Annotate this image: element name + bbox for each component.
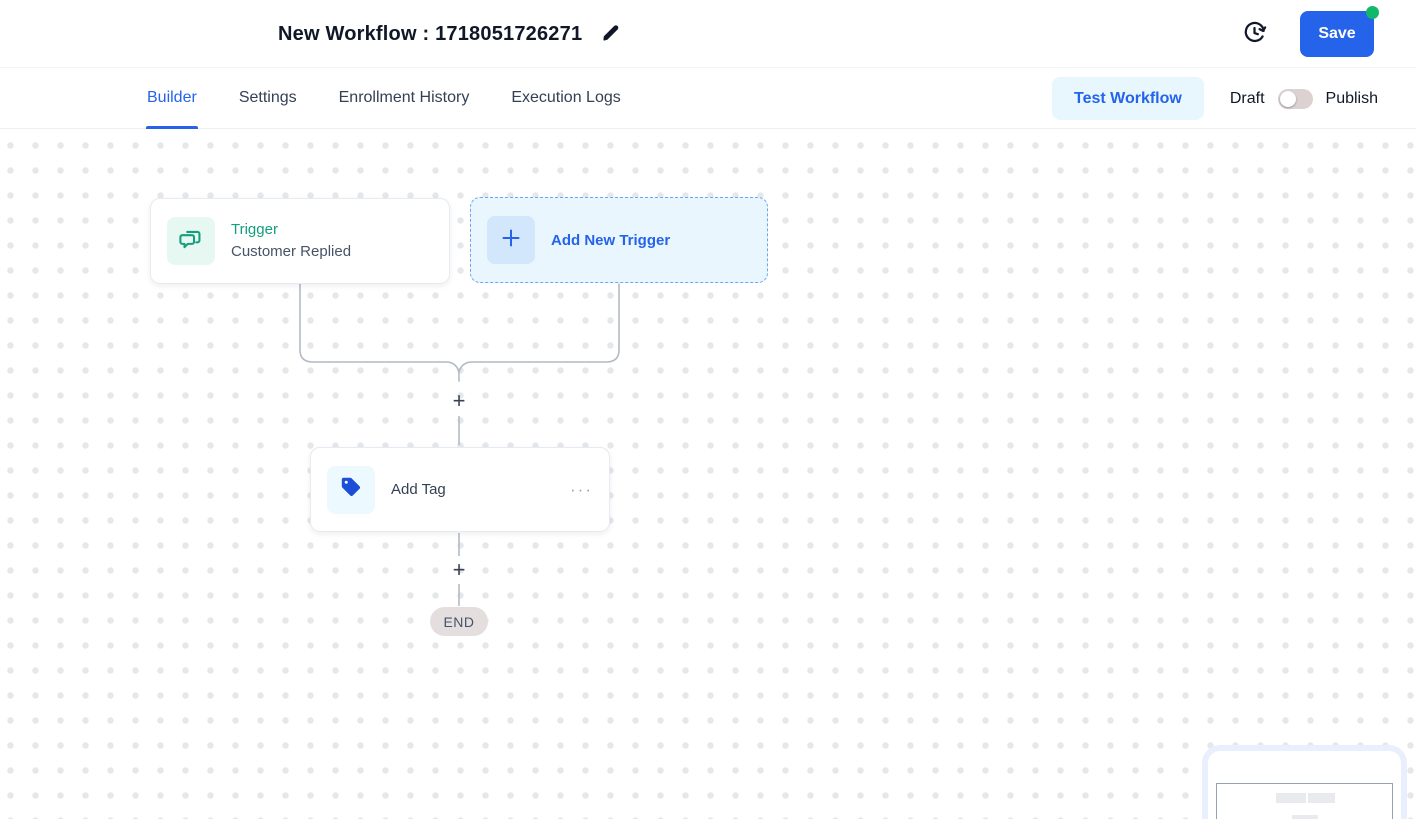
tab-settings[interactable]: Settings	[238, 89, 297, 106]
tab-bar-actions: Test Workflow Draft Publish	[1051, 68, 1378, 129]
toggle-knob	[1279, 90, 1296, 107]
header: New Workflow : 1718051726271 Save	[0, 0, 1416, 68]
tab-bar: Builder Settings Enrollment History Exec…	[0, 68, 1416, 129]
trigger-node-title: Trigger	[231, 221, 278, 238]
workflow-canvas[interactable]: Trigger Customer Replied Add New Trigger…	[0, 129, 1416, 819]
test-workflow-button[interactable]: Test Workflow	[1051, 77, 1204, 120]
history-clock-icon	[1241, 19, 1268, 49]
publish-toggle-group: Draft Publish	[1229, 88, 1378, 109]
trigger-icon-box	[167, 217, 215, 265]
add-step-button-2[interactable]: +	[452, 557, 466, 582]
add-tag-node[interactable]: Add Tag ···	[310, 447, 610, 532]
add-new-trigger-node[interactable]: Add New Trigger	[470, 197, 768, 283]
add-new-trigger-label: Add New Trigger	[551, 231, 671, 249]
active-tab-underline	[146, 126, 198, 129]
trigger-node-subtitle: Customer Replied	[231, 243, 352, 260]
header-actions: Save	[1241, 0, 1379, 68]
tab-enrollment-history[interactable]: Enrollment History	[338, 89, 470, 106]
node-menu-ellipsis[interactable]: ···	[570, 479, 593, 499]
tab-builder[interactable]: Builder	[146, 68, 198, 129]
end-badge: END	[430, 607, 488, 636]
connector-edges	[299, 283, 620, 606]
pencil-icon	[602, 24, 620, 45]
save-button-label: Save	[1318, 25, 1356, 42]
trigger-node-text: Trigger Customer Replied	[231, 219, 351, 263]
workflow-title-group: New Workflow : 1718051726271	[278, 0, 620, 68]
minimap-node-add-trigger	[1308, 793, 1335, 803]
publish-toggle[interactable]	[1277, 88, 1313, 109]
minimap-node-action	[1292, 815, 1318, 819]
tag-icon	[338, 474, 364, 505]
save-button[interactable]: Save	[1300, 6, 1379, 57]
add-step-button-1[interactable]: +	[452, 388, 466, 413]
minimap[interactable]	[1208, 751, 1401, 819]
minimap-viewport[interactable]	[1216, 783, 1393, 819]
publish-label: Publish	[1325, 89, 1378, 107]
edit-title-button[interactable]	[602, 24, 620, 45]
page-title: New Workflow : 1718051726271	[278, 22, 583, 45]
history-button[interactable]	[1241, 19, 1268, 49]
draft-label: Draft	[1229, 89, 1265, 107]
tabs: Builder Settings Enrollment History Exec…	[146, 68, 621, 129]
plus-icon	[499, 226, 523, 255]
minimap-node-trigger	[1276, 793, 1306, 803]
add-trigger-icon-box	[487, 216, 535, 264]
unsaved-changes-dot	[1366, 6, 1379, 19]
chat-bubbles-icon	[178, 226, 204, 257]
tab-execution-logs[interactable]: Execution Logs	[511, 89, 621, 106]
trigger-node[interactable]: Trigger Customer Replied	[150, 198, 450, 284]
add-tag-label: Add Tag	[391, 481, 446, 498]
tag-icon-box	[327, 465, 375, 514]
